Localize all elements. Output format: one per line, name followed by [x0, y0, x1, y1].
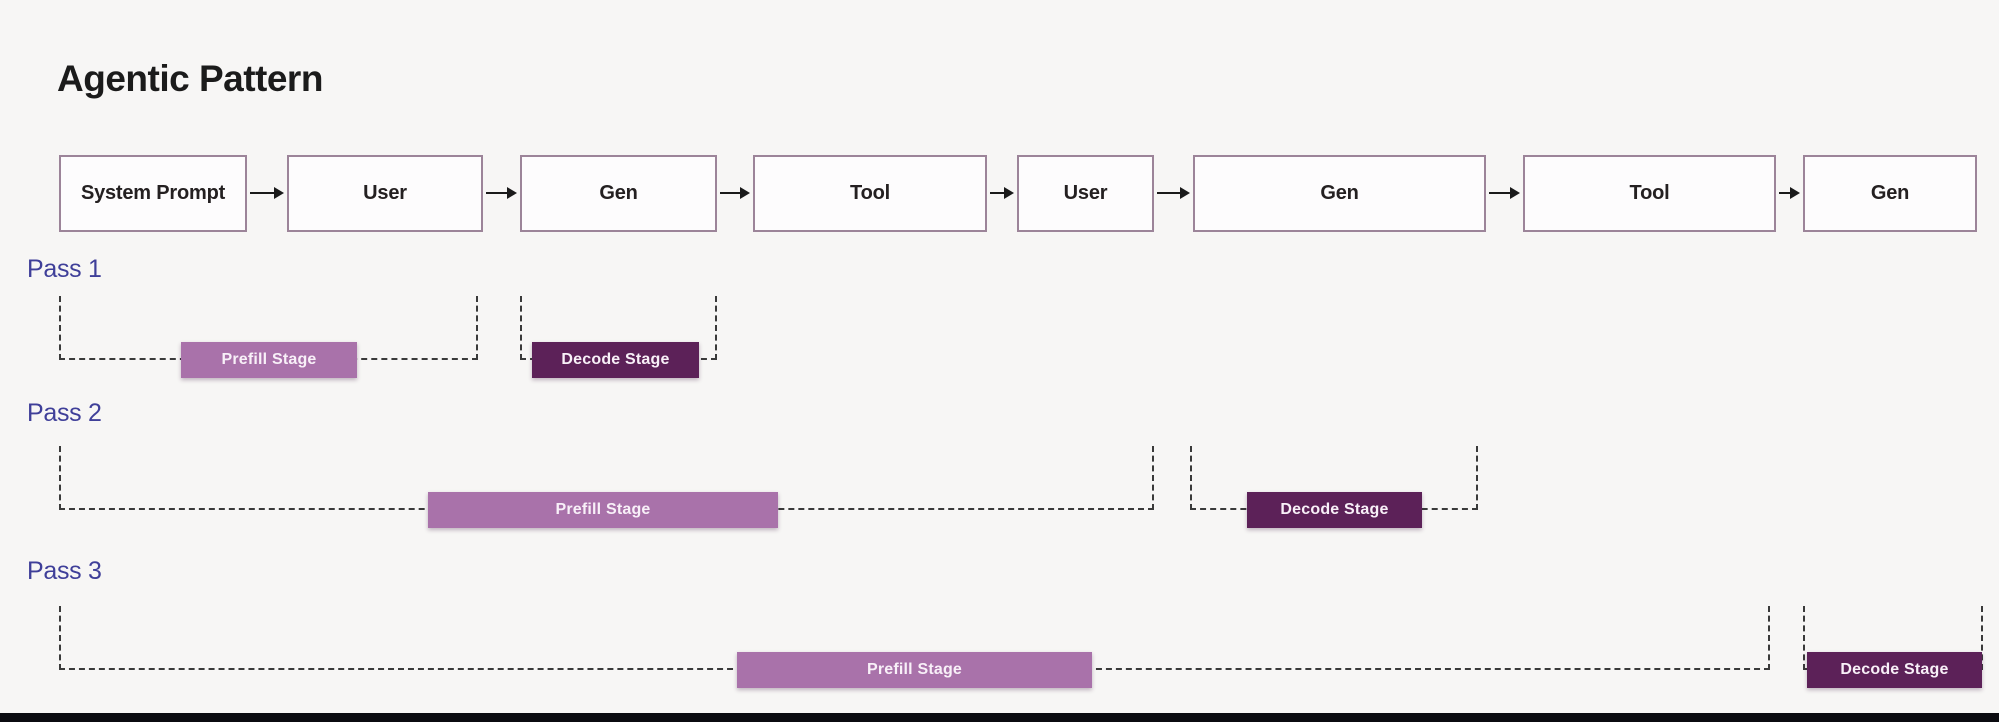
- arrow-connector-7: [1779, 187, 1800, 199]
- arrowhead-icon: [274, 187, 284, 199]
- pass-3-prefill-stage-bar: Prefill Stage: [737, 652, 1092, 688]
- arrow-shaft: [990, 191, 1004, 195]
- stage-bar-label: Decode Stage: [1840, 661, 1949, 678]
- stage-bar-label: Prefill Stage: [555, 501, 651, 518]
- stage-bar-label: Prefill Stage: [866, 661, 963, 678]
- arrow-shaft: [1779, 191, 1790, 195]
- flow-box-gen-2: Gen: [1193, 155, 1486, 232]
- arrow-connector-5: [1157, 187, 1190, 199]
- arrow-connector-3: [720, 187, 750, 199]
- arrow-shaft: [250, 191, 274, 195]
- pass-1-label: Pass 1: [27, 255, 102, 283]
- pass-2-decode-stage-bar: Decode Stage: [1247, 492, 1422, 528]
- arrowhead-icon: [1510, 187, 1520, 199]
- flow-box-label: Tool: [850, 182, 890, 204]
- footer-bar: [0, 713, 1999, 722]
- flow-box-label: User: [1063, 182, 1108, 204]
- arrow-shaft: [720, 191, 740, 195]
- flow-box-tool-2: Tool: [1523, 155, 1776, 232]
- arrow-shaft: [486, 191, 507, 195]
- pass-2-prefill-stage-bar: Prefill Stage: [428, 492, 778, 528]
- flow-box-gen-3: Gen: [1803, 155, 1977, 232]
- arrowhead-icon: [507, 187, 517, 199]
- diagram-title: Agentic Pattern: [57, 58, 323, 99]
- arrow-connector-2: [486, 187, 517, 199]
- arrow-shaft: [1157, 191, 1180, 195]
- arrow-connector-1: [250, 187, 284, 199]
- arrowhead-icon: [1790, 187, 1800, 199]
- arrowhead-icon: [740, 187, 750, 199]
- flow-box-gen-1: Gen: [520, 155, 717, 232]
- arrowhead-icon: [1180, 187, 1190, 199]
- pass-3-label: Pass 3: [27, 557, 102, 585]
- flow-box-label: System Prompt: [80, 182, 226, 204]
- flow-box-system-prompt: System Prompt: [59, 155, 247, 232]
- pass-1-decode-stage-bar: Decode Stage: [532, 342, 699, 378]
- stage-bar-label: Decode Stage: [1280, 501, 1389, 518]
- flow-box-label: Gen: [599, 182, 638, 204]
- pass-2-label: Pass 2: [27, 399, 102, 427]
- pass-1-prefill-stage-bar: Prefill Stage: [181, 342, 357, 378]
- flow-box-user-1: User: [287, 155, 483, 232]
- stage-bar-label: Prefill Stage: [221, 351, 317, 368]
- flow-box-label: User: [363, 182, 407, 204]
- flow-box-tool-1: Tool: [753, 155, 987, 232]
- flow-box-label: Gen: [1870, 182, 1910, 204]
- flow-box-label: Gen: [1320, 182, 1359, 204]
- flow-box-label: Tool: [1629, 182, 1670, 204]
- pass-3-decode-stage-bar: Decode Stage: [1807, 652, 1982, 688]
- arrowhead-icon: [1004, 187, 1014, 199]
- stage-bar-label: Decode Stage: [561, 351, 670, 368]
- arrow-shaft: [1489, 191, 1510, 195]
- flow-box-user-2: User: [1017, 155, 1154, 232]
- arrow-connector-6: [1489, 187, 1520, 199]
- arrow-connector-4: [990, 187, 1014, 199]
